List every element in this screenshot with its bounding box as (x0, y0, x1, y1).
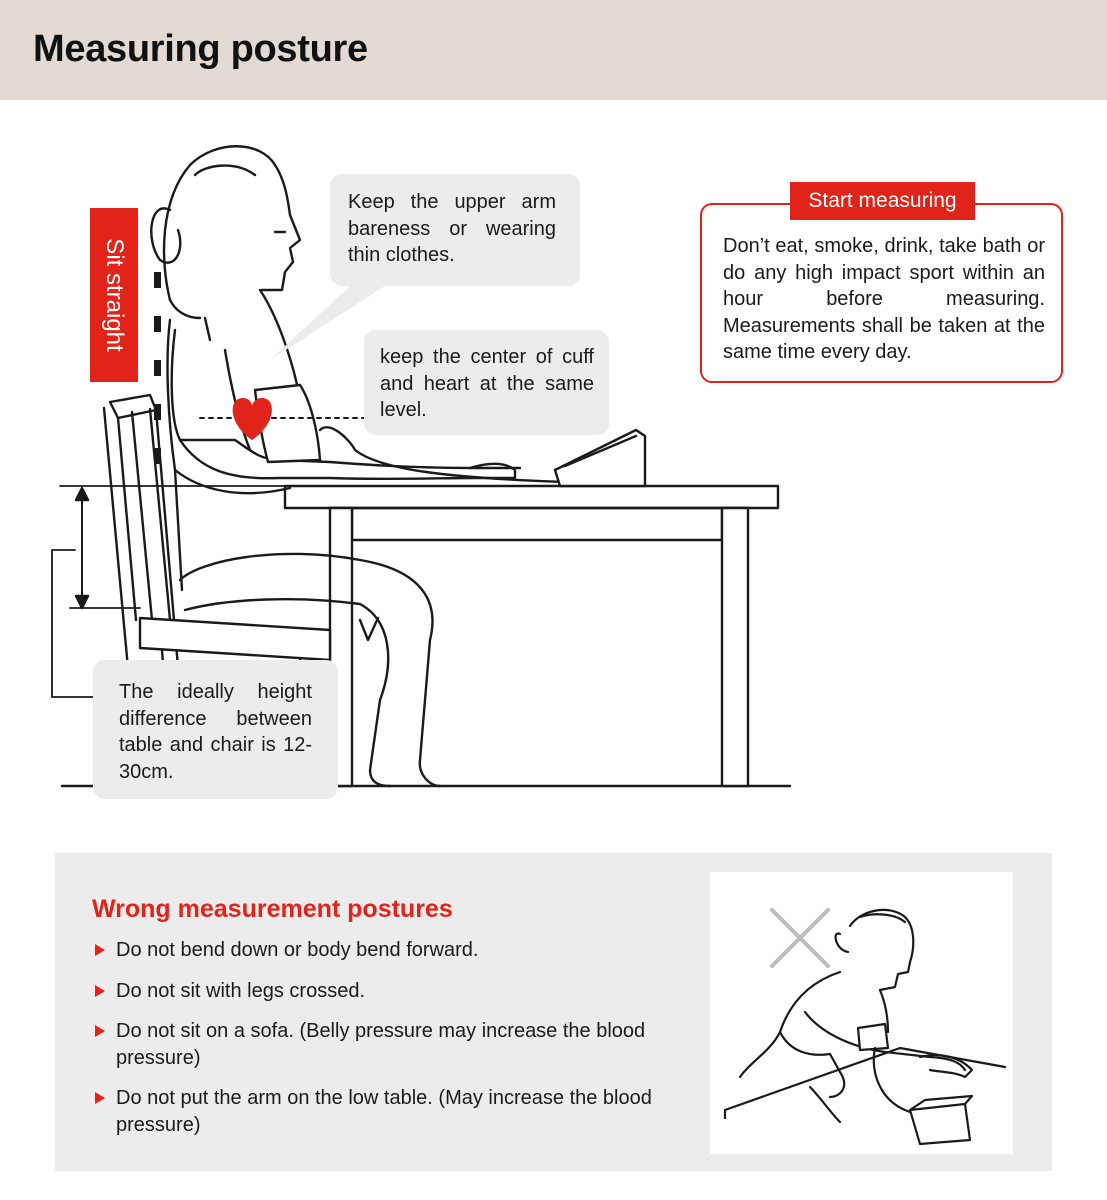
bp-monitor-device (553, 428, 647, 488)
bubble-pointer-arm (270, 286, 385, 360)
bullet-triangle-icon (95, 1025, 105, 1037)
list-item: Do not sit on a sofa. (Belly pressure ma… (92, 1018, 672, 1071)
bullet-triangle-icon (95, 984, 105, 997)
start-measuring-text: Don’t eat, smoke, drink, take bath or do… (723, 235, 1045, 363)
wrong-postures-title: Wrong measurement postures (92, 895, 453, 923)
height-difference-tip-text: The ideally height difference between ta… (119, 681, 312, 783)
cuff-level-tip-text: keep the center of cuff and heart at the… (380, 346, 594, 421)
cross-mark-icon (770, 908, 830, 968)
table-top (283, 484, 780, 510)
list-item: Do not put the arm on the low table. (Ma… (92, 1085, 672, 1138)
height-difference-tip-bubble: The ideally height difference between ta… (93, 660, 338, 799)
spine-guide-dashes (154, 272, 161, 464)
list-item: Do not bend down or body bend forward. (92, 937, 672, 964)
wrong-posture-illustration (710, 872, 1013, 1154)
height-dimension (51, 485, 286, 698)
start-measuring-title: Start measuring (790, 182, 975, 220)
sit-straight-label: Sit straight (90, 208, 138, 382)
header-bar: Measuring posture (0, 0, 1107, 100)
page-title: Measuring posture (33, 28, 368, 70)
person-head (150, 145, 302, 342)
sit-straight-text: Sit straight (101, 238, 128, 352)
bullet-triangle-icon (95, 1092, 105, 1104)
chair (102, 393, 332, 788)
table-leg-right (720, 506, 750, 788)
heart-icon (232, 398, 272, 440)
person-legs (178, 552, 442, 788)
start-measuring-box: Start measuring Don’t eat, smoke, drink,… (700, 182, 1063, 383)
wrong-postures-list: Do not bend down or body bend forward. D… (92, 937, 672, 1152)
upper-arm-tip-text: Keep the upper arm bareness or wearing t… (348, 191, 556, 266)
bullet-triangle-icon (95, 944, 105, 956)
cuff-level-tip-bubble: keep the center of cuff and heart at the… (364, 330, 609, 435)
list-item: Do not sit with legs crossed. (92, 978, 672, 1005)
upper-arm-tip-bubble: Keep the upper arm bareness or wearing t… (330, 174, 580, 286)
